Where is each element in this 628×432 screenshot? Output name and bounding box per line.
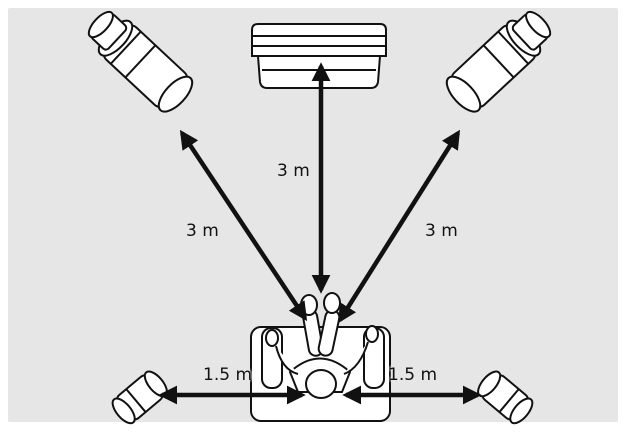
left-front-distance-label: 3 m <box>186 221 219 241</box>
left-front-speaker <box>87 10 194 113</box>
right-surround-speaker <box>477 370 534 425</box>
center-distance-label: 3 m <box>277 161 310 181</box>
right-side-distance-label: 1.5 m <box>388 365 437 385</box>
listener-person <box>265 292 379 399</box>
left-front-distance-arrow <box>179 129 308 322</box>
right-front-distance-arrow <box>337 129 461 324</box>
distance-arrows <box>158 62 482 405</box>
left-side-distance-label: 1.5 m <box>203 365 252 385</box>
right-front-speaker <box>445 10 552 113</box>
left-surround-speaker <box>111 370 168 425</box>
center-speaker <box>251 23 387 89</box>
right-front-distance-label: 3 m <box>425 221 458 241</box>
